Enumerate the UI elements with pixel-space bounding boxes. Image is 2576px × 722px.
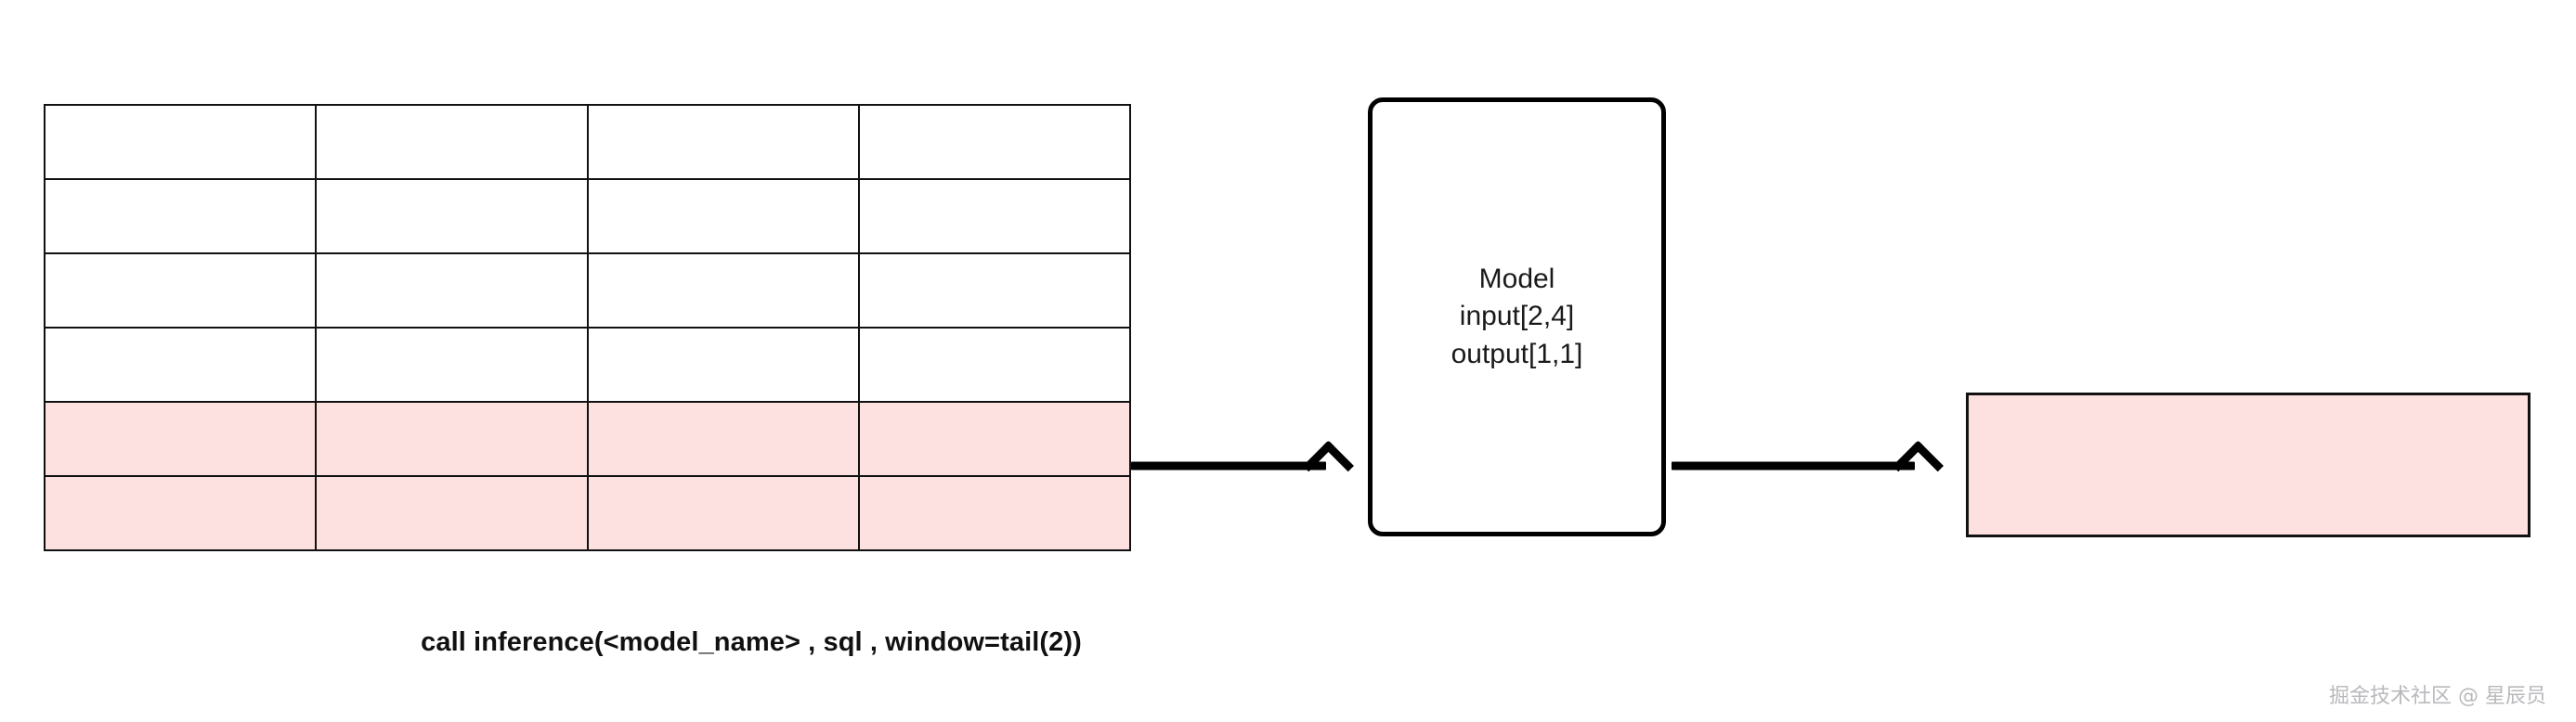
table-row-highlighted — [43, 401, 1132, 477]
table-cell — [315, 327, 589, 403]
table-cell — [43, 252, 318, 329]
table-cell — [315, 252, 589, 329]
table-cell — [586, 401, 860, 477]
table-cell — [857, 104, 1132, 180]
inference-call-caption: call inference(<model_name> , sql , wind… — [421, 627, 1082, 657]
table-cell — [315, 475, 589, 551]
table-cell — [315, 104, 589, 180]
table-cell — [43, 104, 318, 180]
arrow-shaft — [1131, 461, 1326, 471]
table-cell — [586, 252, 860, 329]
table-cell — [43, 401, 318, 477]
output-result-box — [1966, 393, 2530, 537]
table-cell — [586, 327, 860, 403]
arrow-right-icon-table-to-model — [1131, 440, 1355, 492]
table-cell — [586, 104, 860, 180]
table-cell — [857, 327, 1132, 403]
table-cell — [857, 252, 1132, 329]
table-cell — [315, 178, 589, 254]
arrow-head — [1892, 440, 1945, 492]
model-title: Model — [1478, 263, 1555, 294]
arrow-shaft — [1672, 461, 1915, 471]
table-cell — [857, 178, 1132, 254]
table-cell — [857, 475, 1132, 551]
model-output-shape: output[1,1] — [1451, 338, 1583, 369]
table-row — [43, 104, 1132, 180]
arrow-head — [1302, 440, 1355, 492]
arrow-right-icon-model-to-output — [1672, 440, 1945, 492]
table-cell — [586, 475, 860, 551]
model-input-shape: input[2,4] — [1459, 301, 1575, 332]
table-cell — [43, 178, 318, 254]
table-cell — [43, 475, 318, 551]
watermark-text: 掘金技术社区 @ 星辰员 — [2329, 685, 2546, 708]
table-cell — [586, 178, 860, 254]
table-row — [43, 178, 1132, 254]
model-box: Model input[2,4] output[1,1] — [1368, 97, 1666, 536]
table-cell — [43, 327, 318, 403]
table-row-highlighted — [43, 475, 1132, 551]
table-row — [43, 327, 1132, 403]
table-cell — [315, 401, 589, 477]
input-data-table — [43, 104, 1132, 551]
table-row — [43, 252, 1132, 329]
table-cell — [857, 401, 1132, 477]
